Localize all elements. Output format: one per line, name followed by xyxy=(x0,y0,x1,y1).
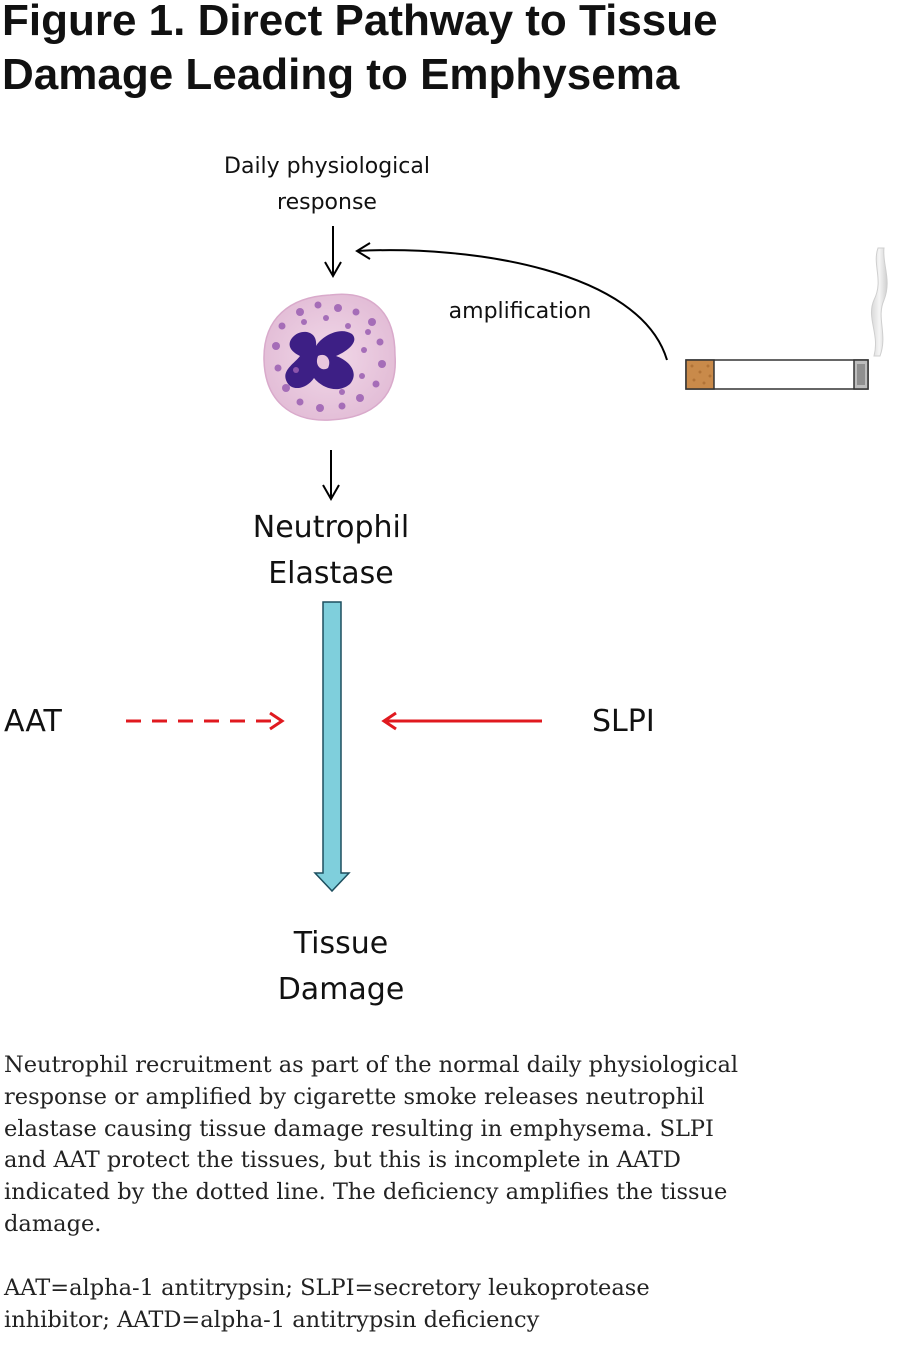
abbreviations-note: AAT=alpha-1 antitrypsin; SLPI=secretory … xyxy=(4,1273,884,1337)
daily-response-label: Daily physiological response xyxy=(197,149,457,221)
neutrophil-elastase-line-2: Elastase xyxy=(268,556,394,591)
amplification-arrow xyxy=(355,242,668,361)
aat-label: AAT xyxy=(4,704,62,739)
amplification-label: amplification xyxy=(448,299,592,324)
aat-inhibition-arrow xyxy=(126,711,285,731)
daily-response-line-2: response xyxy=(277,190,377,215)
neutrophil-elastase-label: Neutrophil Elastase xyxy=(211,505,451,597)
cigarette-icon xyxy=(685,359,869,390)
tissue-damage-line-2: Damage xyxy=(277,972,405,1007)
caption-line-2: response or amplified by cigarette smoke… xyxy=(4,1083,705,1110)
cell-to-elastase-arrow xyxy=(322,450,340,502)
caption-line-5: indicated by the dotted line. The defici… xyxy=(4,1179,728,1206)
tissue-damage-label: Tissue Damage xyxy=(241,921,441,1013)
slpi-inhibition-arrow xyxy=(381,711,542,731)
figure-caption: Neutrophil recruitment as part of the no… xyxy=(4,1050,884,1241)
caption-line-1: Neutrophil recruitment as part of the no… xyxy=(4,1052,739,1078)
caption-line-4: and AAT protect the tissues, but this is… xyxy=(4,1147,681,1174)
title-line-2: Damage Leading to Emphysema xyxy=(2,50,680,99)
daily-response-line-1: Daily physiological xyxy=(224,154,430,179)
figure-title: Figure 1. Direct Pathway to Tissue Damag… xyxy=(2,0,892,102)
elastase-to-tissue-arrow xyxy=(313,601,351,893)
smoke-icon xyxy=(870,247,888,357)
daily-response-arrow xyxy=(324,226,342,279)
tissue-damage-line-1: Tissue xyxy=(293,926,389,961)
neutrophil-elastase-line-1: Neutrophil xyxy=(252,510,410,545)
caption-line-6: damage. xyxy=(4,1210,102,1237)
caption-line-3: elastase causing tissue damage resulting… xyxy=(4,1115,714,1142)
abbreviations-line-2: inhibitor; AATD=alpha-1 antitrypsin defi… xyxy=(4,1306,540,1333)
title-line-1: Figure 1. Direct Pathway to Tissue xyxy=(2,0,718,45)
abbreviations-line-1: AAT=alpha-1 antitrypsin; SLPI=secretory … xyxy=(4,1275,650,1301)
neutrophil-cell-icon xyxy=(263,293,396,421)
slpi-label: SLPI xyxy=(592,704,655,739)
